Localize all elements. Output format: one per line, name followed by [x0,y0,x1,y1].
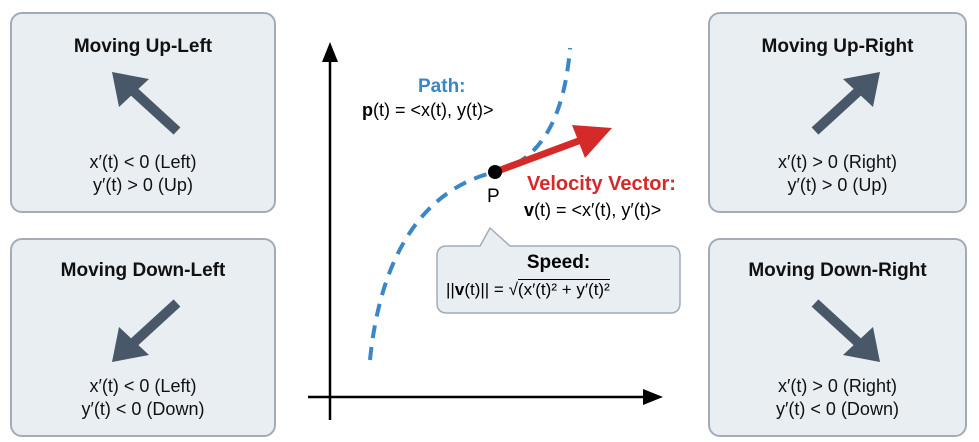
speed-label: Speed: [526,252,591,273]
quadrant-down-right: Moving Down-Right x′(t) > 0 (Right) y′(t… [708,238,967,437]
path-expression: (t) = <x(t), y(t)> [373,100,494,120]
path-symbol: p [362,100,373,120]
x-condition: x′(t) < 0 (Left) [89,152,197,172]
quadrant-title: Moving Down-Left [60,260,226,281]
quadrant-down-left: Moving Down-Left x′(t) < 0 (Left) y′(t) … [10,238,276,437]
path-label: Path: [418,76,466,97]
speed-symbol: v [454,280,465,299]
path-curve [368,47,572,361]
quadrant-title: Moving Up-Left [73,36,213,57]
arrow-up-right-icon [811,72,880,135]
quadrant-title: Moving Down-Right [748,260,927,281]
y-axis-arrow-icon [322,42,338,62]
x-condition: x′(t) > 0 (Right) [778,376,897,396]
velocity-equation: v(t) = <x′(t), y′(t)> [524,200,661,221]
velocity-arrowhead-icon [572,125,612,158]
arrow-down-right-icon [811,299,880,362]
point-label: P [487,186,500,207]
point-p [488,165,502,179]
velocity-vector [493,132,594,176]
velocity-expression: (t) = <x′(t), y′(t)> [534,200,662,220]
y-condition: y′(t) < 0 (Down) [81,399,205,419]
quadrant-up-right: Moving Up-Right x′(t) > 0 (Right) y′(t) … [708,12,967,213]
x-axis-arrow-icon [643,389,663,405]
norm-open: || [446,280,455,299]
quadrant-title: Moving Up-Right [761,36,914,57]
x-condition: x′(t) > 0 (Right) [778,152,897,172]
path-equation: p(t) = <x(t), y(t)> [362,100,494,121]
x-condition: x′(t) < 0 (Left) [89,376,197,396]
y-condition: y′(t) < 0 (Down) [776,399,899,419]
speed-callout [436,226,681,314]
y-condition: y′(t) > 0 (Up) [93,175,193,195]
velocity-label: Velocity Vector: [527,173,676,195]
quadrant-up-left: Moving Up-Left x′(t) < 0 (Left) y′(t) > … [10,12,276,213]
arrow-up-left-icon [112,72,181,135]
norm-close: (t)|| = [464,280,509,299]
speed-radicand: (x′(t)² + y′(t)² [517,279,610,299]
speed-equation: ||v(t)|| = √(x′(t)² + y′(t)² [446,279,610,300]
sqrt-icon: √ [508,280,518,299]
velocity-symbol: v [524,200,535,220]
arrow-down-left-icon [112,299,181,362]
y-condition: y′(t) > 0 (Up) [787,175,888,195]
